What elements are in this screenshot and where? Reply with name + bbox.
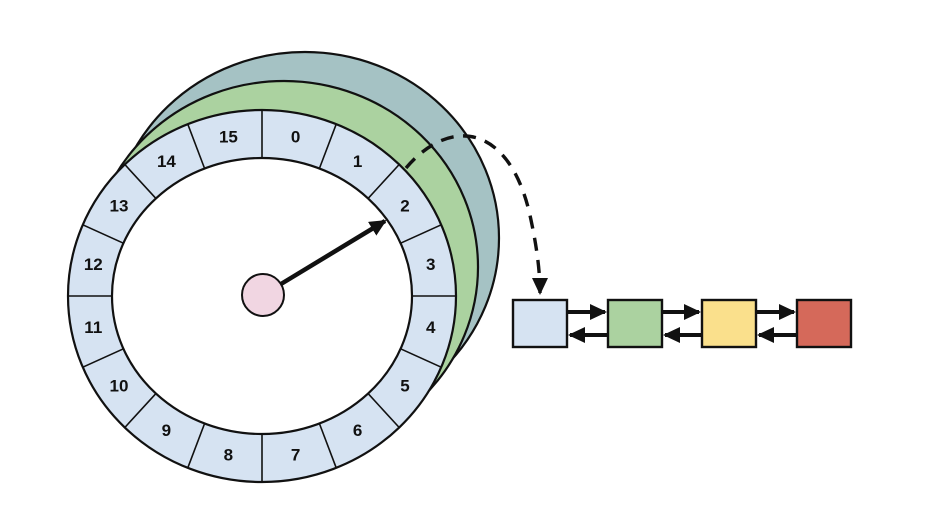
slot-divider [124, 393, 157, 429]
slot-divider [187, 123, 206, 169]
list-node-2 [606, 298, 664, 349]
slot-label-14: 14 [157, 152, 176, 171]
slot-divider [82, 224, 124, 244]
list-node-4 [795, 298, 853, 349]
current-slot-pointer [279, 219, 387, 286]
slot-divider [367, 393, 400, 429]
slot-divider [82, 348, 124, 368]
wheel-hub [241, 273, 285, 317]
slot-label-7: 7 [291, 445, 300, 464]
slot-label-9: 9 [162, 421, 171, 440]
slot-dividers [68, 110, 456, 482]
slot-to-list-arrow [404, 134, 548, 295]
slot-divider [318, 123, 337, 169]
slot-label-1: 1 [353, 152, 362, 171]
slot-divider [318, 423, 337, 469]
slot-divider [400, 348, 442, 368]
slot-label-11: 11 [84, 318, 102, 337]
slot-label-4: 4 [426, 318, 436, 337]
slot-label-12: 12 [84, 255, 103, 274]
slot-divider [367, 163, 400, 199]
slot-label-10: 10 [110, 377, 129, 396]
slot-label-13: 13 [110, 197, 129, 216]
slot-label-15: 15 [219, 128, 238, 147]
list-node-3 [700, 298, 758, 349]
list-node-1 [511, 298, 569, 349]
slot-label-8: 8 [224, 445, 233, 464]
slot-label-6: 6 [353, 421, 362, 440]
slot-label-2: 2 [400, 197, 409, 216]
slot-divider [187, 423, 206, 469]
linked-list [511, 298, 853, 349]
slot-divider [124, 163, 157, 199]
slot-label-0: 0 [291, 128, 300, 147]
slot-divider [400, 224, 442, 244]
slot-label-5: 5 [400, 377, 409, 396]
slot-label-3: 3 [426, 255, 435, 274]
